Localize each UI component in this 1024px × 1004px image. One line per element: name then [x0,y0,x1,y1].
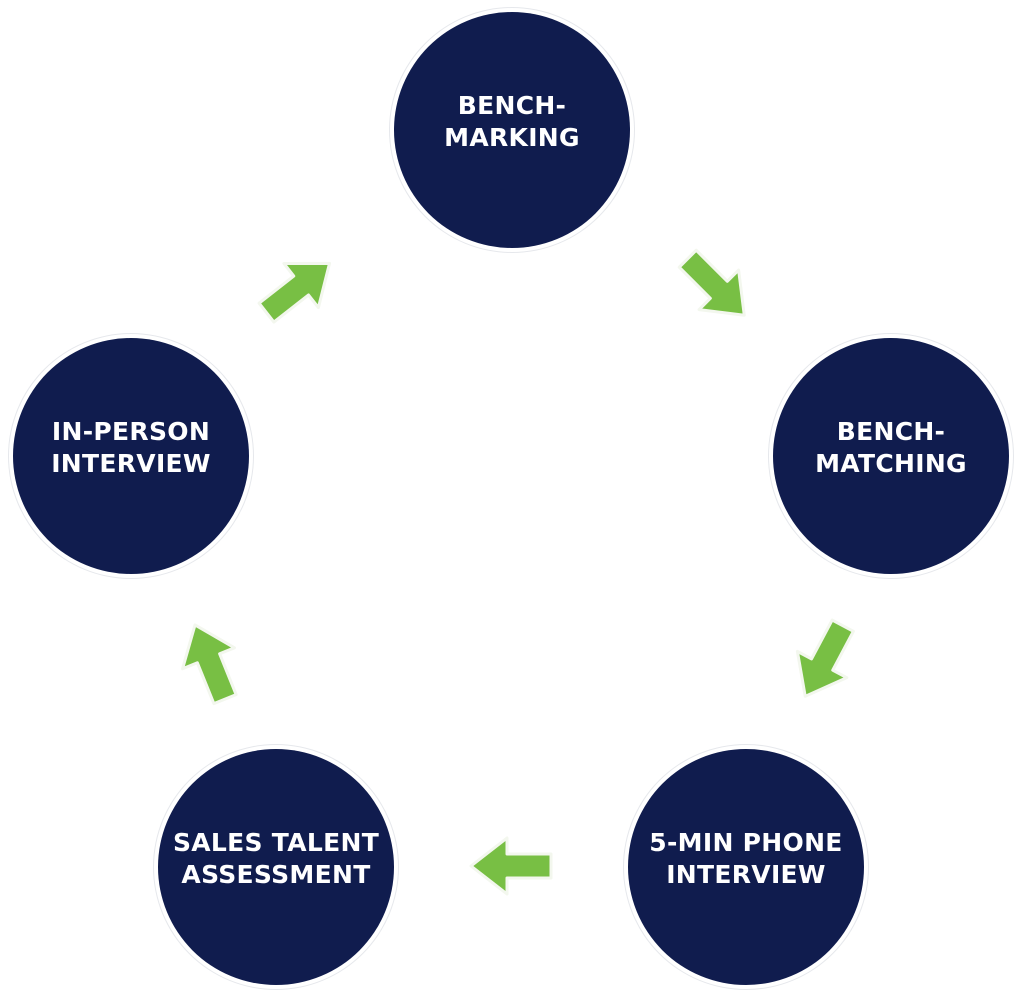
arrow-up-right-icon [249,241,347,334]
arrow-down-right-icon [668,239,764,335]
node-benchmatching: BENCH- MATCHING [773,338,1009,574]
arrow-up-icon [169,614,251,709]
arrow-down-left-icon [780,613,867,710]
node-label-line: BENCH- [836,417,946,446]
node-label-line: MATCHING [815,449,967,478]
node-label-line: INTERVIEW [51,449,211,478]
node-label-line: ASSESSMENT [181,860,371,889]
node-in-person-interview: IN-PERSON INTERVIEW [13,338,249,574]
arrow-left-icon [469,836,553,896]
node-label: 5-MIN PHONE INTERVIEW [649,827,842,891]
node-label-line: 5-MIN PHONE [649,828,843,857]
node-label-line: MARKING [444,123,580,152]
node-label: SALES TALENT ASSESSMENT [173,827,379,891]
node-label-line: INTERVIEW [666,860,826,889]
node-label-line: SALES TALENT [172,828,380,857]
node-label-line: BENCH- [457,91,567,120]
node-benchmarking: BENCH- MARKING [394,12,630,248]
node-phone-interview: 5-MIN PHONE INTERVIEW [628,749,864,985]
node-label: BENCH- MARKING [444,90,580,154]
node-label: IN-PERSON INTERVIEW [51,416,211,480]
node-label-line: IN-PERSON [51,417,211,446]
node-label: BENCH- MATCHING [815,416,967,480]
node-sales-talent-assessment: SALES TALENT ASSESSMENT [158,749,394,985]
